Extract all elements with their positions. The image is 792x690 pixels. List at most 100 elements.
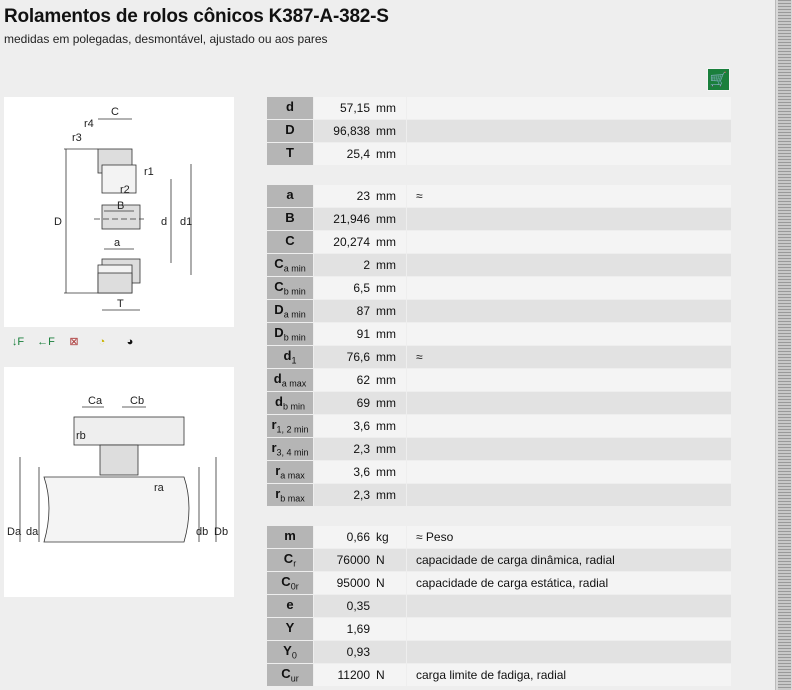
unit: mm	[376, 373, 396, 387]
description-cell	[406, 96, 732, 120]
label-d: d	[161, 216, 167, 228]
value: 20,274	[333, 235, 370, 249]
symbol-cell: Db min	[266, 322, 314, 346]
value: 95000	[336, 576, 370, 590]
symbol-cell: Y	[266, 617, 314, 641]
description-cell: capacidade de carga estática, radial	[406, 571, 732, 595]
symbol-cell: d1	[266, 345, 314, 369]
unit: mm	[376, 147, 396, 161]
description-cell	[406, 253, 732, 277]
unit: mm	[376, 235, 396, 249]
symbol-cell: da max	[266, 368, 314, 392]
symbol-cell: db min	[266, 391, 314, 415]
symbol: C	[281, 666, 291, 682]
unit: mm	[376, 189, 396, 203]
value: 96,838	[333, 124, 370, 138]
symbol: C	[285, 233, 295, 249]
symbol: r	[275, 463, 281, 479]
bearing-feature-icons: ↓F ←F ⊠ ◔ ◕	[7, 332, 141, 352]
label-T: T	[117, 298, 124, 310]
symbol-cell: r1, 2 min	[266, 414, 314, 438]
unit: mm	[376, 258, 396, 272]
value-cell: 1,69	[313, 617, 407, 641]
symbol: d	[275, 394, 283, 410]
symbol-cell: Cr	[266, 548, 314, 572]
vertical-scrollbar[interactable]	[775, 0, 792, 690]
unit: mm	[376, 419, 396, 433]
scrollbar-thumb[interactable]	[778, 0, 791, 690]
description-cell	[406, 322, 732, 346]
unit: mm	[376, 488, 396, 502]
radial-load-icon: ↓F	[11, 336, 25, 348]
symbol: d	[273, 371, 282, 387]
value: 11200	[337, 668, 370, 682]
symbol-cell: C	[266, 230, 314, 254]
symbol-subscript: 0r	[290, 581, 299, 592]
symbol-cell: r3, 4 min	[266, 437, 314, 461]
label-B: B	[117, 200, 124, 212]
description-cell	[406, 207, 732, 231]
symbol-cell: Y0	[266, 640, 314, 664]
symbol: a	[286, 187, 294, 203]
value: 3,6	[353, 465, 370, 479]
label-a: a	[114, 237, 121, 249]
symbol: D	[274, 302, 284, 318]
description-cell	[406, 483, 732, 507]
value: 23	[356, 189, 370, 203]
value: 25,4	[346, 147, 370, 161]
add-to-cart-button[interactable]: 🛒	[707, 68, 730, 91]
value-cell: 23 mm	[313, 184, 407, 208]
unit: N	[376, 553, 385, 567]
label-D: D	[54, 216, 62, 228]
symbol-cell: Cur	[266, 663, 314, 687]
value-cell: 2,3 mm	[313, 483, 407, 507]
description-cell	[406, 617, 732, 641]
symbol: C	[281, 574, 291, 590]
label-r3: r3	[72, 132, 82, 144]
value-cell: 2 mm	[313, 253, 407, 277]
symbol-subscript: 1	[291, 355, 297, 366]
description-cell	[406, 142, 732, 166]
description-cell	[406, 640, 732, 664]
symbol: d	[283, 348, 292, 364]
label-ra: ra	[154, 482, 165, 494]
value: 0,93	[346, 645, 370, 659]
value: 0,66	[346, 530, 370, 544]
symbol-subscript: a min	[283, 309, 306, 320]
table-row: Y0 0,93	[266, 640, 732, 664]
unit: mm	[376, 327, 396, 341]
description-cell	[406, 391, 732, 415]
label-db: db	[196, 526, 208, 538]
value: 2,3	[353, 488, 370, 502]
description-cell: ≈ Peso	[406, 525, 732, 549]
value: 2	[363, 258, 370, 272]
value: 76000	[336, 553, 370, 567]
unit: mm	[376, 396, 396, 410]
grease-lubrication-icon: ◕	[126, 336, 134, 348]
symbol: d	[286, 99, 294, 115]
value-cell: 0,35	[313, 594, 407, 618]
description-cell	[406, 414, 732, 438]
description-cell	[406, 594, 732, 618]
description-cell: ≈	[406, 345, 732, 369]
value-cell: 20,274 mm	[313, 230, 407, 254]
unit: mm	[376, 281, 396, 295]
page-title: Rolamentos de rolos cônicos K387-A-382-S	[4, 6, 389, 27]
axial-load-icon: ←F	[37, 336, 55, 348]
symbol-cell: Da min	[266, 299, 314, 323]
